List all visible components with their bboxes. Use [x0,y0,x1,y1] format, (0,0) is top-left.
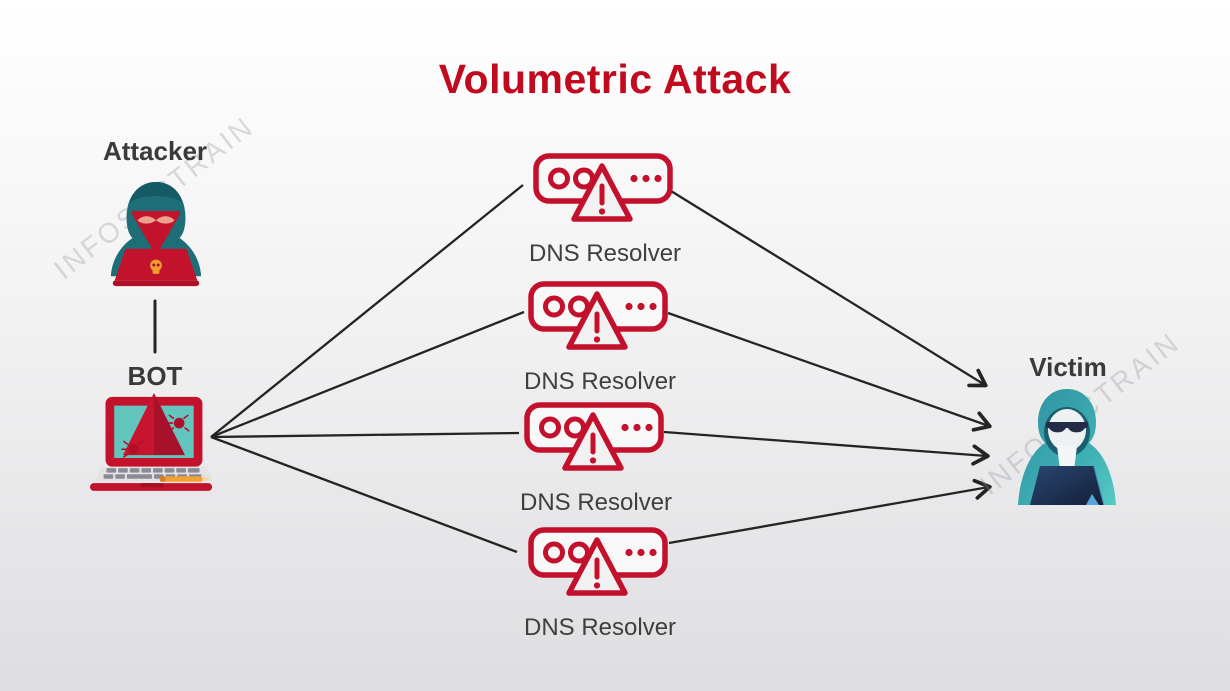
edge-resolver-2-victim [667,311,992,432]
diagram-title: Volumetric Attack [438,56,792,102]
warning-triangle-icon [566,537,628,596]
attacker-label: Attacker [102,136,208,166]
bug-icon [166,414,190,432]
server-warning-icon [524,402,664,471]
dns-resolver-label: DNS Resolver [524,614,677,641]
dns-resolver-label: DNS Resolver [520,489,673,516]
dns-resolver-node: DNS Resolver [524,280,677,396]
warning-triangle-icon [571,163,633,222]
dns-resolver-label: DNS Resolver [524,368,677,395]
server-warning-icon [533,153,673,222]
edge-bot-resolver-1 [210,184,524,438]
bot-label: BOT [127,361,183,391]
dns-resolver-node: DNS Resolver [524,526,677,642]
dns-resolver-node: DNS Resolver [529,152,682,268]
warning-triangle-icon [566,291,628,350]
skull-icon [150,259,162,274]
edge-bot-resolver-3 [210,431,520,439]
warning-triangle-icon [562,412,624,471]
bug-icon [121,440,144,458]
infected-laptop-bug-icon [90,393,214,491]
pencil-icon [159,476,212,482]
edge-resolver-3-victim [663,430,990,466]
edge-bot-resolver-2 [210,310,525,439]
server-warning-icon [528,281,668,350]
edge-resolver-1-victim [670,190,988,388]
dns-resolver-label: DNS Resolver [529,240,682,267]
hooded-attacker-laptop-icon [110,182,202,287]
server-warning-icon [528,527,668,596]
sunglasses-icon [1046,422,1088,433]
edge-resolver-4-victim [668,478,992,545]
edge-bot-resolver-4 [210,435,518,554]
hooded-victim-laptop-icon [1018,389,1116,506]
dns-resolver-node: DNS Resolver [520,401,673,517]
victim-label: Victim [1029,352,1107,382]
